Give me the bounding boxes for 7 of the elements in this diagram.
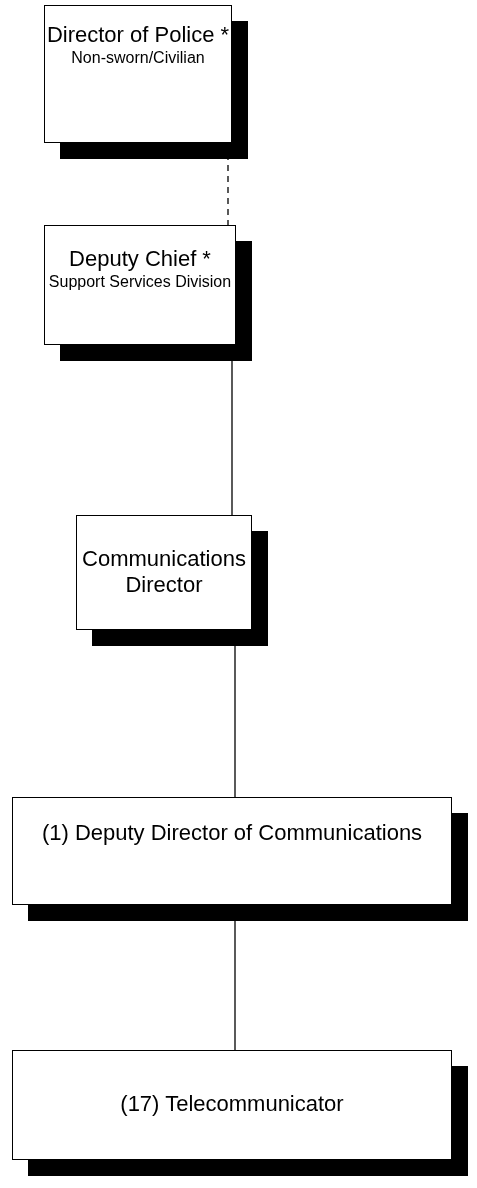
position-subtitle: Non-sworn/Civilian xyxy=(70,48,206,68)
position-title: Communications Director xyxy=(81,546,247,598)
position-title: Deputy Chief * xyxy=(68,246,212,272)
position-title: (17) Telecommunicator xyxy=(119,1091,345,1117)
position-subtitle: Support Services Division xyxy=(47,272,233,292)
position-title: (1) Deputy Director of Communications xyxy=(40,820,424,846)
position-title: Director of Police * xyxy=(45,22,231,48)
